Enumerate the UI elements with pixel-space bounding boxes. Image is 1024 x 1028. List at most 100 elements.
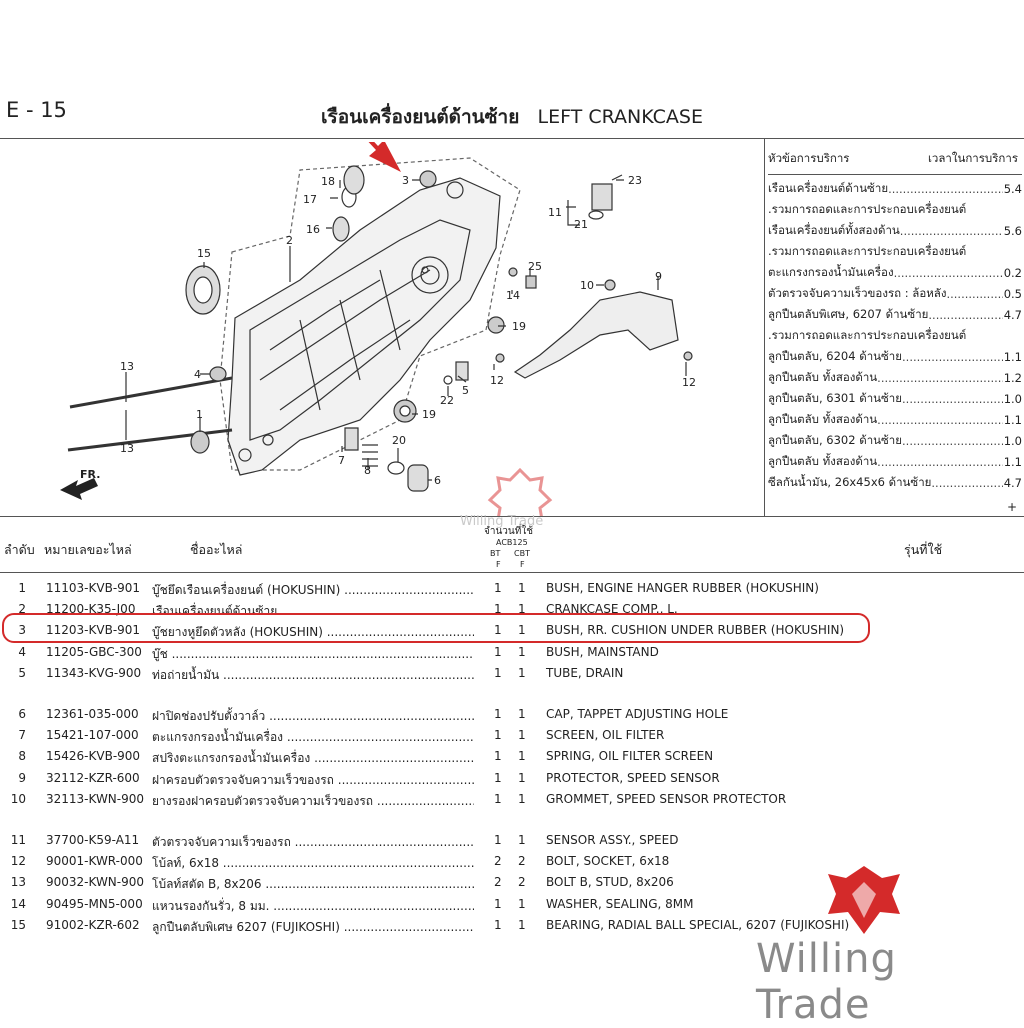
service-time-panel: หัวข้อการบริการ เวลาในการบริการ เรือนเคร… bbox=[768, 148, 1022, 493]
qty-cbt: 1 bbox=[518, 707, 526, 721]
qty-bt: 1 bbox=[494, 623, 502, 638]
callout-3: 3 bbox=[402, 174, 409, 187]
part-name-english: BUSH, MAINSTAND bbox=[546, 644, 659, 659]
callout-7: 7 bbox=[338, 454, 345, 467]
col-f2: F bbox=[520, 560, 525, 569]
part-number: 91002-KZR-602 bbox=[46, 917, 140, 932]
qty-bt: 1 bbox=[494, 665, 502, 680]
service-row-label: ลูกปืนตลับ ทั้งสองด้าน bbox=[768, 411, 878, 426]
service-row-leader: ........................................… bbox=[931, 475, 1003, 490]
part-name-english: BEARING, RADIAL BALL SPECIAL, 6207 (FUJI… bbox=[546, 917, 850, 932]
page-title: เรือนเครื่องยนต์ด้านซ้าย LEFT CRANKCASE bbox=[0, 102, 1024, 132]
qty-cbt: 1 bbox=[518, 581, 526, 595]
part-number: 11203-KVB-901 bbox=[46, 623, 141, 638]
part-name-thai: แหวนรองกันรั่ว, 8 มม. ..................… bbox=[152, 898, 474, 913]
callout-14: 14 bbox=[506, 289, 520, 302]
service-row-time: 1.1 bbox=[1003, 349, 1022, 364]
service-row-leader: ........................................… bbox=[888, 181, 1003, 196]
callout-12-b: 12 bbox=[682, 376, 696, 389]
qty-cbt: 1 bbox=[518, 833, 526, 847]
callout-5: 5 bbox=[462, 384, 469, 397]
qty-bt: 1 bbox=[494, 644, 502, 659]
service-rows: เรือนเครื่องยนต์ด้านซ้าย................… bbox=[768, 178, 1022, 493]
callout-24: 23 bbox=[628, 174, 642, 187]
part-name-thai: โบ้ลท์สตัด B, 8x206 ....................… bbox=[152, 877, 474, 892]
service-header-rule bbox=[768, 174, 1022, 175]
service-row-leader: ........................................… bbox=[893, 265, 1003, 280]
qty-bt: 1 bbox=[494, 791, 502, 806]
service-row-leader: ........................................… bbox=[902, 349, 1003, 364]
part-row-number: 15 bbox=[10, 917, 26, 932]
callout-12-a: 12 bbox=[490, 374, 504, 387]
service-row: .รวมการถอดและการประกอบเครื่องยนต์ bbox=[768, 199, 1022, 220]
service-row-time: 1.1 bbox=[1003, 412, 1022, 427]
service-row-time: 5.4 bbox=[1003, 181, 1022, 196]
service-header: หัวข้อการบริการ เวลาในการบริการ bbox=[768, 148, 1022, 170]
service-row: ตะแกรงกรองน้ำมันเครื่อง.................… bbox=[768, 262, 1022, 283]
service-row: ตัวตรวจจับความเร็วของรถ : ล้อหลัง.......… bbox=[768, 283, 1022, 304]
callout-25: 25 bbox=[528, 260, 542, 273]
service-row-time: 4.7 bbox=[1003, 475, 1022, 490]
col-no: ลำดับ bbox=[4, 542, 35, 557]
part-name-english: BUSH, RR. CUSHION UNDER RUBBER (HOKUSHIN… bbox=[546, 623, 845, 638]
part-name-english: PROTECTOR, SPEED SENSOR bbox=[546, 770, 720, 785]
qty-bt: 1 bbox=[494, 581, 502, 595]
part-row-number: 7 bbox=[18, 728, 26, 743]
part-name-thai: สปริงตะแกรงกรองน้ำมันเครื่อง ...........… bbox=[152, 751, 474, 766]
service-row-leader: ........................................… bbox=[877, 370, 1003, 385]
part-row-number: 9 bbox=[18, 770, 26, 785]
service-row-leader: ........................................… bbox=[946, 286, 1002, 301]
page-code: E - 15 bbox=[6, 98, 67, 122]
col-bt: BT bbox=[490, 549, 501, 558]
col-models-used: รุ่นที่ใช้ bbox=[904, 542, 943, 557]
service-col-item: หัวข้อการบริการ bbox=[768, 151, 850, 165]
part-name-thai: บู๊ช ...................................… bbox=[152, 646, 474, 661]
callout-15: 15 bbox=[197, 247, 211, 260]
qty-cbt: 1 bbox=[518, 749, 526, 764]
part-row-number: 3 bbox=[18, 623, 26, 638]
part-name-thai: ฝาครอบตัวตรวจจับความเร็วของรถ ..........… bbox=[152, 772, 474, 787]
callout-20: 19 bbox=[512, 320, 526, 333]
service-col-time: เวลาในการบริการ bbox=[927, 151, 1018, 165]
part-name-thai: ตัวตรวจจับความเร็วของรถ ................… bbox=[152, 835, 474, 849]
qty-bt: 1 bbox=[494, 833, 502, 847]
service-row: ลูกปืนตลับพิเศษ, 6207 ด้านซ้าย..........… bbox=[768, 304, 1022, 325]
service-row-label: .รวมการถอดและการประกอบเครื่องยนต์ bbox=[768, 243, 967, 258]
part-number: 90001-KWR-000 bbox=[46, 854, 143, 869]
service-row-label: ลูกปืนตลับพิเศษ, 6207 ด้านซ้าย bbox=[768, 306, 929, 321]
callout-13-b: 13 bbox=[120, 442, 134, 455]
service-row: .รวมการถอดและการประกอบเครื่องยนต์ bbox=[768, 325, 1022, 346]
service-row: ลูกปืนตลับ, 6204 ด้านซ้าย...............… bbox=[768, 346, 1022, 367]
service-row: ลูกปืนตลับ ทั้งสองด้าน..................… bbox=[768, 409, 1022, 430]
callout-8: 8 bbox=[364, 464, 371, 477]
qty-cbt: 1 bbox=[518, 644, 526, 659]
highlight-row-3 bbox=[2, 613, 870, 643]
qty-cbt: 1 bbox=[518, 665, 526, 680]
qty-cbt: 1 bbox=[518, 791, 526, 806]
service-row: ซีลกันน้ำมัน, 26x45x6 ด้านซ้าย..........… bbox=[768, 472, 1022, 493]
callout-13-a: 13 bbox=[120, 360, 134, 373]
qty-bt: 1 bbox=[494, 602, 502, 617]
service-row-label: .รวมการถอดและการประกอบเครื่องยนต์ bbox=[768, 327, 967, 342]
part-number: 15426-KVB-900 bbox=[46, 749, 141, 764]
service-row-label: ลูกปืนตลับ ทั้งสองด้าน bbox=[768, 453, 878, 468]
part-number: 90495-MN5-000 bbox=[46, 896, 143, 911]
qty-cbt: 1 bbox=[518, 623, 526, 638]
col-f1: F bbox=[496, 560, 501, 569]
part-row-number: 2 bbox=[18, 602, 26, 617]
part-number: 11103-KVB-901 bbox=[46, 581, 141, 595]
part-name-thai: โบ้ลท์, 6x18 ...........................… bbox=[152, 856, 474, 871]
service-row: ลูกปืนตลับ ทั้งสองด้าน..................… bbox=[768, 367, 1022, 388]
col-cbt: CBT bbox=[514, 549, 530, 558]
col-part-number: หมายเลขอะไหล่ bbox=[44, 542, 132, 557]
part-name-english: BOLT, SOCKET, 6x18 bbox=[546, 854, 670, 869]
